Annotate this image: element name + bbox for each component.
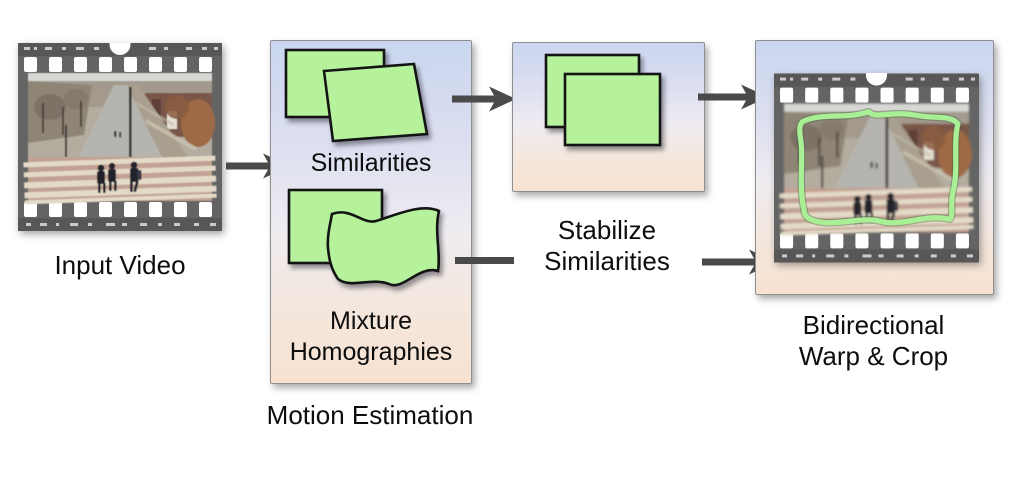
- warped-frame-pair-icon: [287, 188, 441, 287]
- film-strip-icon: [18, 43, 222, 231]
- bidirectional-warp-crop-line1: Bidirectional: [802, 310, 945, 340]
- stabilize-similarities-box: [512, 42, 705, 192]
- bidirectional-warp-box: [755, 40, 994, 295]
- input-video-label: Input Video: [54, 250, 186, 280]
- motion-estimation-caption: Motion Estimation: [266, 400, 474, 430]
- flow-line-motion-to-stabilize-label: [455, 257, 514, 264]
- stabilize-similarities-label: Stabilize Similarities: [507, 215, 707, 277]
- bidirectional-warp-crop-caption: Bidirectional Warp & Crop: [755, 310, 992, 372]
- film-strip-warped-crop-icon: [774, 73, 979, 263]
- stabilize-similarities-line1: Stabilize: [557, 215, 657, 245]
- flow-arrow-stabilize-to-output: [698, 83, 768, 111]
- frame-pair-icon: [284, 48, 429, 143]
- stabilize-similarities-line2: Similarities: [544, 246, 670, 276]
- similarities-label: Similarities: [310, 149, 432, 177]
- warped-crop-outline-icon: [795, 107, 962, 227]
- arrow-right-icon: [698, 84, 768, 110]
- mixture-homographies-line2: Homographies: [289, 338, 453, 366]
- bidirectional-warp-crop-line2: Warp & Crop: [798, 341, 949, 371]
- flow-arrow-motion-to-stabilize: [452, 85, 516, 113]
- frame-pair-icon: [544, 53, 662, 147]
- arrow-right-icon: [452, 86, 516, 112]
- mixture-homographies-label: Mixture Homographies: [271, 306, 471, 368]
- motion-estimation-box: Similarities Mixture Homographies: [270, 40, 472, 384]
- mixture-homographies-line1: Mixture: [330, 307, 412, 335]
